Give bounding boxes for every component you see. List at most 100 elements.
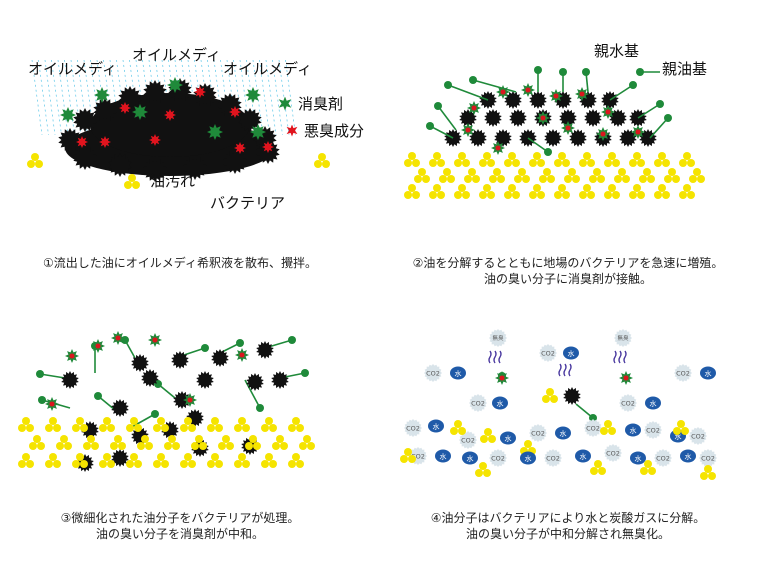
bacteria-cluster (439, 168, 455, 183)
oil-particle (73, 108, 97, 132)
bacteria-cluster (126, 453, 142, 468)
odor-particle (498, 374, 506, 382)
odor-particle (604, 108, 612, 116)
vapor-wave (558, 363, 562, 377)
co2-label: CO2 (656, 455, 670, 463)
vapor-wave (613, 350, 617, 364)
co2-molecule: CO2 (584, 419, 602, 437)
bacteria-cluster (299, 435, 315, 450)
vapor-wave (488, 350, 492, 364)
bacteria-cluster (18, 417, 34, 432)
odor-icon (286, 124, 298, 137)
bacteria-cluster (164, 435, 180, 450)
co2-molecule: CO2 (654, 449, 672, 467)
hydrophilic-head (559, 68, 567, 76)
bacteria-cluster (679, 184, 695, 199)
oil-particle (223, 150, 247, 174)
caption-panel-1: ①流出した油にオイルメディ希釈液を散布、攪拌。 (43, 256, 317, 270)
odor-particle (262, 141, 274, 153)
deodorant-particle (94, 87, 110, 103)
water-molecule: 水 (555, 426, 571, 440)
bacteria-cluster (579, 184, 595, 199)
bacteria-cluster (542, 388, 558, 403)
water-label: 水 (650, 399, 657, 408)
bacteria-cluster (679, 152, 695, 167)
co2-molecule: CO2 (424, 364, 442, 382)
odor-particle (68, 352, 76, 360)
co2-label: CO2 (676, 370, 690, 378)
water-label: 水 (433, 422, 440, 431)
odor-particle (94, 342, 102, 350)
odor-particle (499, 88, 507, 96)
odor-particle (186, 396, 194, 404)
legend-odor: 悪臭成分 (286, 120, 364, 141)
bacteria-cluster (475, 462, 491, 477)
bacteria-cluster (245, 435, 261, 450)
co2-molecule: CO2 (539, 344, 557, 362)
oil-particle (569, 129, 587, 147)
co2-molecule: CO2 (529, 424, 547, 442)
bacteria-cluster (454, 184, 470, 199)
water-molecule: 水 (450, 366, 466, 380)
oil-particle (563, 387, 581, 405)
co2-label: CO2 (546, 455, 560, 463)
bacteria-cluster (673, 420, 689, 435)
deodorant-particle (245, 87, 261, 103)
deodorant-particle (207, 124, 223, 140)
bacteria-cluster (272, 435, 288, 450)
vapor-wave (618, 350, 622, 364)
odorless-label: 無臭 (492, 334, 504, 342)
water-label: 水 (635, 454, 642, 463)
bacteria-cluster (314, 153, 330, 168)
hydrophilic-head (36, 370, 44, 378)
bacteria-cluster (83, 435, 99, 450)
bacteria-cluster (539, 168, 555, 183)
bacteria-cluster (261, 453, 277, 468)
bacteria-cluster (45, 417, 61, 432)
vapor-wave (498, 350, 502, 364)
odor-particle (238, 351, 246, 359)
water-molecule: 水 (700, 366, 716, 380)
vapor-wave (623, 350, 627, 364)
oil-particle (108, 153, 132, 177)
bacteria-cluster (564, 168, 580, 183)
label-oil-media-left: オイルメディ (28, 60, 117, 78)
water-label: 水 (525, 454, 532, 463)
bacteria-cluster (153, 417, 169, 432)
oil-particle (504, 91, 522, 109)
oil-particle (111, 449, 129, 467)
oil-particle (529, 91, 547, 109)
oil-particle (196, 371, 214, 389)
hydrophilic-head (582, 68, 590, 76)
odorless-molecule: 無臭 (614, 329, 632, 347)
oil-particle (584, 109, 602, 127)
bacteria-cluster (137, 435, 153, 450)
odor-particle (622, 374, 630, 382)
oil-particle (271, 371, 289, 389)
co2-molecule: CO2 (469, 394, 487, 412)
bacteria-cluster (288, 417, 304, 432)
bacteria-cluster (689, 168, 705, 183)
bacteria-cluster (520, 440, 536, 455)
bacteria-cluster (261, 417, 277, 432)
caption-panel-3: ③微細化された油分子をバクテリアが処理。 油の臭い分子を消臭剤が中和。 (60, 511, 300, 541)
bacteria-cluster (514, 168, 530, 183)
odor-particle (151, 336, 159, 344)
oil-particle (183, 156, 207, 180)
label-hydrophilic: 親水基 (594, 42, 640, 60)
oil-particle (143, 80, 167, 104)
bacteria-cluster (218, 435, 234, 450)
bacteria-cluster (604, 184, 620, 199)
oil-particle (131, 354, 149, 372)
bacteria-cluster (604, 152, 620, 167)
bacteria-cluster (639, 168, 655, 183)
co2-label: CO2 (406, 425, 420, 433)
hydrophilic-head (636, 68, 644, 76)
bacteria-cluster (429, 184, 445, 199)
water-label: 水 (630, 426, 637, 435)
bacteria-cluster (404, 184, 420, 199)
co2-label: CO2 (426, 370, 440, 378)
co2-label: CO2 (531, 430, 545, 438)
water-label: 水 (455, 369, 462, 378)
bacteria-cluster (72, 453, 88, 468)
